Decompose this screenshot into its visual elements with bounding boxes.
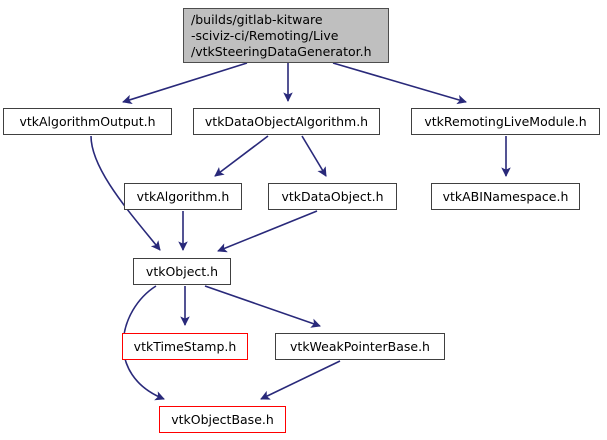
graph-node-label: vtkWeakPointerBase.h bbox=[290, 338, 430, 354]
graph-node-vtkAlgorithm[interactable]: vtkAlgorithm.h bbox=[124, 183, 242, 210]
graph-node-label: vtkRemotingLiveModule.h bbox=[424, 113, 587, 129]
graph-node-label: vtkABINamespace.h bbox=[442, 188, 569, 204]
graph-node-vtkTimeStamp[interactable]: vtkTimeStamp.h bbox=[122, 333, 248, 360]
graph-node-vtkRemotingLiveModule[interactable]: vtkRemotingLiveModule.h bbox=[411, 108, 600, 135]
graph-node-vtkObject[interactable]: vtkObject.h bbox=[133, 258, 231, 285]
graph-node-vtkAlgorithmOutput[interactable]: vtkAlgorithmOutput.h bbox=[3, 108, 172, 135]
graph-node-label: vtkObjectBase.h bbox=[171, 411, 274, 427]
graph-edge-vtkWeakPointerBase-to-vtkObjectBase bbox=[260, 360, 341, 400]
graph-node-vtkWeakPointerBase[interactable]: vtkWeakPointerBase.h bbox=[275, 333, 445, 360]
graph-edge-vtkDataObject-to-vtkObject bbox=[217, 210, 318, 253]
graph-node-label: vtkObject.h bbox=[145, 263, 219, 279]
graph-node-vtkABINamespace[interactable]: vtkABINamespace.h bbox=[431, 183, 580, 210]
graph-node-label: vtkDataObjectAlgorithm.h bbox=[204, 113, 369, 129]
graph-node-label: -sciviz-ci/Remoting/Live bbox=[191, 27, 339, 43]
graph-node-label: /vtkSteeringDataGenerator.h bbox=[191, 43, 372, 59]
graph-edge-root-to-vtkRemotingLiveModule bbox=[332, 62, 467, 105]
graph-node-label: vtkTimeStamp.h bbox=[133, 338, 237, 354]
graph-node-root[interactable]: /builds/gitlab-kitware-sciviz-ci/Remotin… bbox=[183, 8, 389, 63]
graph-node-label: vtkDataObject.h bbox=[281, 188, 384, 204]
graph-node-label: vtkAlgorithmOutput.h bbox=[19, 113, 156, 129]
graph-edge-vtkObject-to-vtkWeakPointerBase bbox=[204, 285, 321, 328]
graph-edge-vtkDataObjectAlgorithm-to-vtkAlgorithm bbox=[214, 135, 269, 177]
graph-node-vtkDataObjectAlgorithm[interactable]: vtkDataObjectAlgorithm.h bbox=[193, 108, 380, 135]
graph-node-vtkObjectBase[interactable]: vtkObjectBase.h bbox=[159, 406, 286, 433]
graph-node-vtkDataObject[interactable]: vtkDataObject.h bbox=[268, 183, 397, 210]
graph-edge-root-to-vtkAlgorithmOutput bbox=[122, 62, 248, 104]
graph-node-label: vtkAlgorithm.h bbox=[136, 188, 230, 204]
graph-edge-vtkAlgorithmOutput-to-vtkObject bbox=[90, 135, 161, 251]
graph-edges bbox=[90, 62, 511, 401]
graph-edge-vtkDataObjectAlgorithm-to-vtkDataObject bbox=[301, 135, 327, 177]
graph-node-label: /builds/gitlab-kitware bbox=[191, 11, 323, 27]
